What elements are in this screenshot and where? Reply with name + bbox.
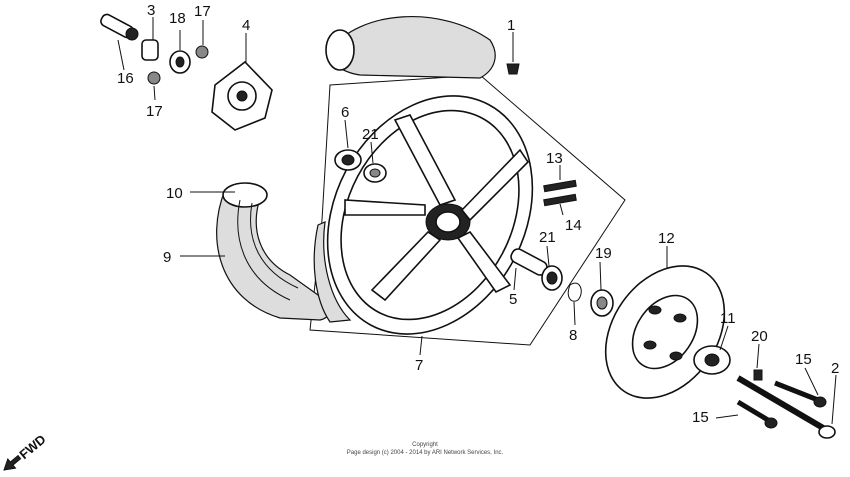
callout-15-lower: 15 — [692, 409, 709, 426]
callout-20: 20 — [751, 328, 768, 345]
copyright-line1: Copyright — [412, 442, 438, 448]
callout-19: 19 — [595, 245, 612, 262]
callout-10: 10 — [166, 185, 183, 202]
callout-9: 9 — [163, 249, 171, 266]
balance-weight-13 — [543, 179, 577, 193]
callout-21-left: 21 — [362, 126, 379, 143]
callout-16: 16 — [117, 70, 134, 87]
callout-13: 13 — [546, 150, 563, 167]
tire — [216, 16, 496, 321]
callout-12: 12 — [658, 230, 675, 247]
wheel-rim — [313, 95, 534, 335]
callout-11: 11 — [720, 310, 736, 327]
brake-disc — [604, 265, 726, 399]
fwd-label: FWD — [16, 431, 48, 462]
callout-7: 7 — [415, 357, 423, 374]
callout-6: 6 — [341, 104, 349, 121]
callout-5: 5 — [509, 291, 517, 308]
nut-17-top — [195, 45, 209, 59]
callout-8: 8 — [569, 327, 577, 344]
axle-2 — [736, 375, 832, 435]
gear-retainer-4 — [211, 60, 273, 131]
balance-weight-14 — [543, 193, 577, 207]
washer-20 — [753, 369, 763, 381]
retainer-8 — [567, 282, 582, 302]
callout-17-bottom: 17 — [146, 103, 163, 120]
spacer-3 — [141, 39, 159, 61]
callout-17-top: 17 — [194, 3, 211, 20]
callout-18: 18 — [169, 10, 186, 27]
valve-cap-1 — [506, 63, 520, 75]
callout-2: 2 — [831, 360, 839, 377]
bolt-15-lower — [736, 399, 770, 423]
callout-3: 3 — [147, 2, 155, 19]
nut-17-bottom — [147, 71, 161, 85]
leader-lines — [117, 17, 837, 425]
bolt-15-upper — [774, 380, 819, 403]
copyright-line2: Page design (c) 2004 - 2014 by ARI Netwo… — [347, 450, 504, 456]
callout-15-upper: 15 — [795, 351, 812, 368]
callout-14: 14 — [565, 217, 582, 234]
callout-1: 1 — [507, 17, 515, 34]
callout-21-right: 21 — [539, 229, 556, 246]
callout-4: 4 — [242, 17, 250, 34]
fwd-indicator: FWD — [3, 431, 49, 471]
